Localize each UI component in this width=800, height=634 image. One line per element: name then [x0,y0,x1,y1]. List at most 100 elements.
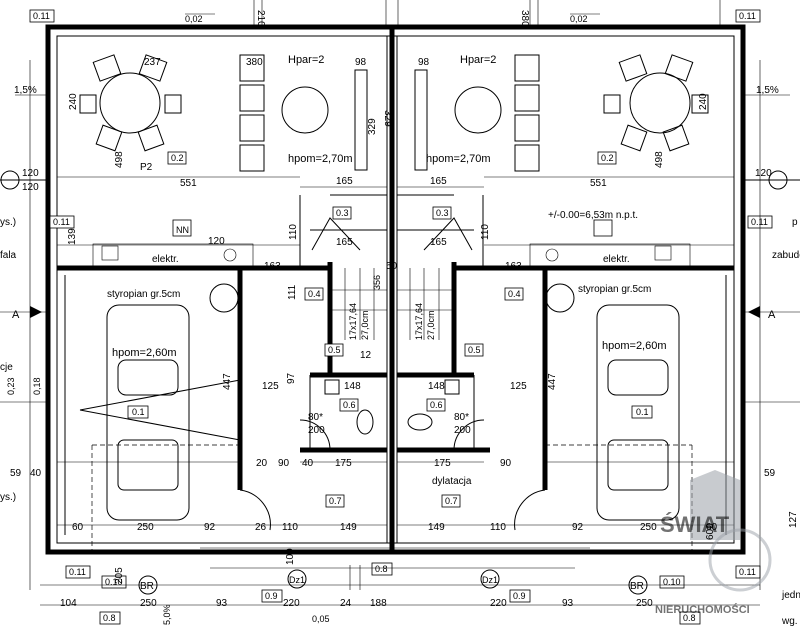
room-number: 0.11 [69,567,86,577]
dim-text: 447 [222,373,233,390]
dim-text: 205 [114,567,125,584]
watermark-line2: NIERUCHOMOŚCI [655,603,750,616]
edge-text-ys2: ys.) [0,492,16,503]
room-number: 0.4 [508,289,521,299]
room-label-boxes [29,9,773,625]
dim-text: 165 [430,176,447,187]
plan-labels: Hpar=2 Hpar=2 hpom=2,70m hpom=2,70m hpom… [0,54,800,627]
room-number: 0.9 [265,591,278,601]
dim-text: 26 [255,522,267,533]
nn-label: NN [176,225,189,235]
br-left: BR [140,581,154,592]
room-number: 0.8 [103,613,116,623]
hpar-right: Hpar=2 [460,54,496,66]
dim-text: 100 [285,548,296,565]
dim-text: 165 [336,237,353,248]
edge-text-fala: fala [0,250,17,261]
hpar-left: Hpar=2 [288,54,324,66]
room-number: 0.2 [171,153,184,163]
room-number: 0.8 [683,613,696,623]
styropian-right: styropian gr.5cm [578,284,651,295]
dim-text: 188 [370,598,387,609]
dim-text: 149 [428,522,445,533]
room-number: 0.7 [445,496,458,506]
garage-right [545,283,693,552]
dim-text: 104 [60,598,77,609]
bottom-slope: 5,0% [162,604,172,625]
dimension-lines [0,0,800,606]
styropian-left: styropian gr.5cm [107,289,180,300]
dim-text: 0,02 [570,14,588,24]
room-number: 0.11 [53,217,70,227]
dim-text: 175 [335,458,352,469]
room-number: 0.10 [663,577,681,587]
interior-walls [57,194,734,535]
room-numbers: 0.2 0.2 0.3 0.3 0.4 0.4 0.5 0.5 0.6 0.6 … [33,11,768,623]
dim-text: 110 [490,522,506,533]
furniture-right [414,54,709,172]
dim-text: 447 [547,373,558,390]
stair-right-depth: 27,0cm [426,310,436,340]
outer-walls [45,24,746,555]
edge-text-cje: cje [0,362,13,373]
dim-text: 220 [283,598,300,609]
dim-text: 127 [788,511,799,528]
dylatacja-label: dylatacja [432,476,472,487]
watermark-logo [690,470,772,592]
dim-text: 163 [505,261,522,272]
hpom-living-left: hpom=2,70m [288,153,353,165]
elektr-left: elektr. [152,254,179,265]
dim-text: 92 [204,522,216,533]
dim-text: 125 [262,381,279,392]
dim-text: 0,02 [185,14,203,24]
room-number: 0.6 [430,400,443,410]
room-number: 0.3 [436,208,449,218]
room-number: 0.11 [739,11,756,21]
dim-text: 111 [287,284,298,300]
dim-text: 40 [302,458,314,469]
slope-left: 1,5% [14,85,37,96]
room-number: 0.11 [33,11,50,21]
dim-text: 380 [519,10,530,27]
dz-right: Dz1 [482,575,498,585]
dim-text: 80* [308,412,323,423]
room-number: 0.5 [328,345,341,355]
room-number: 0.11 [751,217,768,227]
dim-text: 551 [180,178,197,189]
dim-text: 59 [10,468,22,479]
dim-text: 90 [500,458,512,469]
dim-text: 240 [698,93,709,110]
dim-text: 600 [705,523,716,540]
hpom-garage-left: hpom=2,60m [112,347,177,359]
dim-text: 24 [340,598,352,609]
dim-text: 120 [22,182,39,193]
dim-text: 80* [454,412,469,423]
stair-right-spec: 17x17,64 [414,303,424,340]
dim-text: 551 [590,178,607,189]
room-number: 0.2 [601,153,614,163]
watermark-line1: ŚWIAT [660,512,730,537]
edge-text-jedn: jedn [781,590,800,601]
dim-text: 175 [434,458,451,469]
room-number: 0.6 [343,400,356,410]
wc-fixtures [239,379,546,531]
dimension-numbers: 380 98 237 240 498 551 329 120 120 165 1… [6,10,799,624]
dim-text: 237 [144,57,161,68]
dim-text: 329 [382,110,393,127]
dim-text: 329 [367,118,378,135]
edge-text-ys: ys.) [0,217,16,228]
room-number: 0.4 [308,289,321,299]
dim-text: 240 [68,93,79,110]
hpom-living-right: hpom=2,70m [426,153,491,165]
dim-text: 0,18 [32,377,42,395]
dim-text: 110 [282,522,298,533]
dim-text: 0,23 [6,377,16,395]
dim-text: 165 [430,237,447,248]
room-number: 0.9 [513,591,526,601]
dim-text: 120 [208,236,225,247]
dim-text: 498 [114,151,125,168]
dim-text: 120 [22,168,39,179]
section-a-right: A [768,309,776,321]
hpom-garage-right: hpom=2,60m [602,340,667,352]
